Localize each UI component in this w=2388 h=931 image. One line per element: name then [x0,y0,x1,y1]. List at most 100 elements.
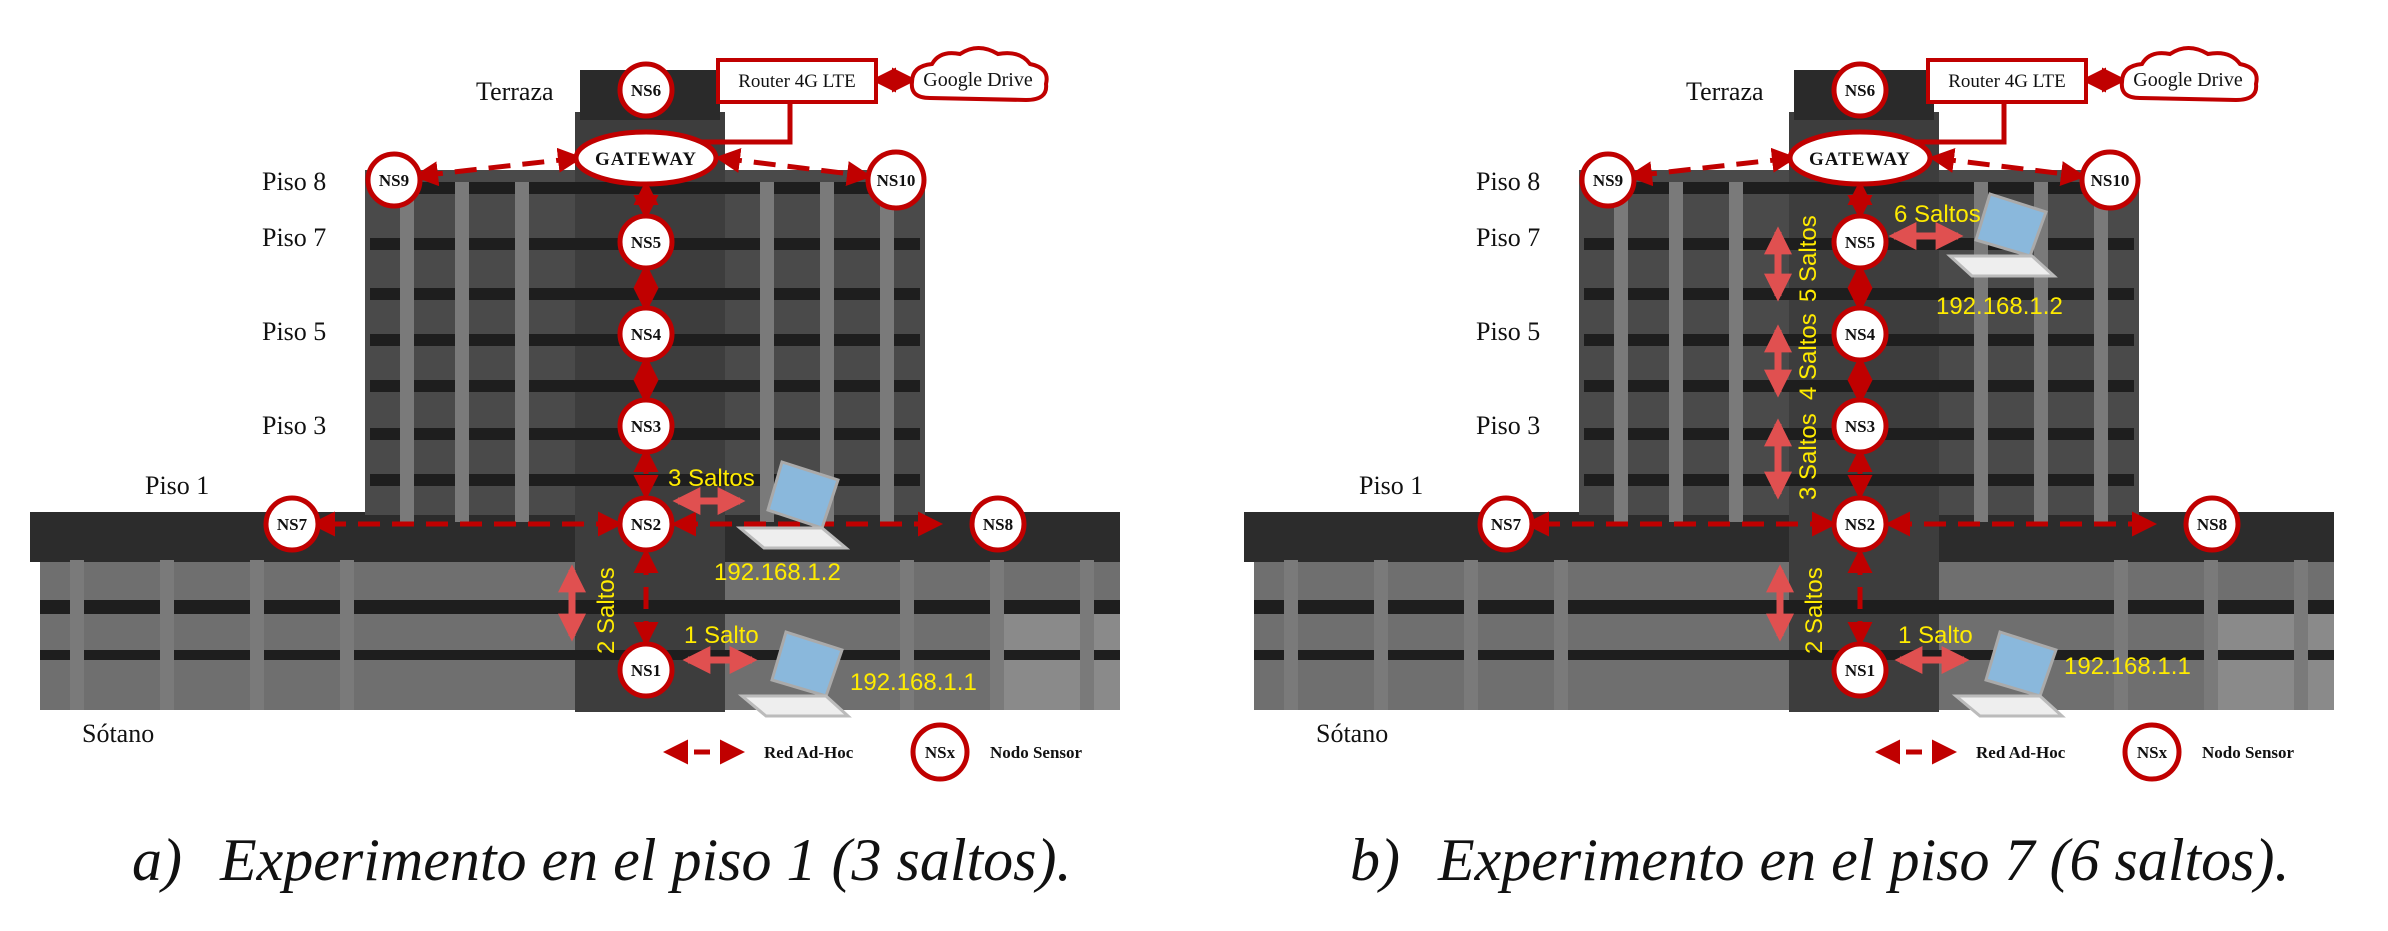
gateway-node [1787,129,1933,187]
slab-piso2 [1584,474,2134,486]
column [1464,560,1478,710]
node-ns9: NS9 [1579,151,1637,209]
column [400,182,414,522]
sensor-node-icon [1831,213,1889,271]
node-ns1-label: NS1 [1845,661,1875,680]
column [1614,182,1628,522]
sensor-node-icon [1831,61,1889,119]
label-terraza: Terraza [1686,77,1764,106]
node-ns5: NS5 [617,213,675,271]
node-ns7: NS7 [263,495,321,553]
node-ns8: NS8 [2183,495,2241,553]
ip-laptop1: 192.168.1.1 [2064,653,2191,680]
sensor-node-icon [969,495,1027,553]
laptop-icon [1951,630,2066,718]
hop-arrows [558,487,758,674]
label-sotano: Sótano [82,719,154,748]
adhoc-links [1524,147,2157,647]
column [880,182,894,522]
node-ns4: NS4 [1831,305,1889,363]
node-ns5-label: NS5 [631,233,661,252]
hop-label-s4: 4 Saltos [1795,313,1822,400]
node-ns4: NS4 [617,305,675,363]
column [340,560,354,710]
link-gw-router [1904,98,2007,145]
link-gw-router [690,98,793,145]
router-box [1926,58,2088,104]
link-gw-ns9 [413,147,583,187]
node-ns7: NS7 [1477,495,1535,553]
node-ns10-label: NS10 [877,171,916,190]
label-piso8: Piso 8 [262,167,326,196]
node-ns3-label: NS3 [631,417,661,436]
legend-nodo-label: Nodo Sensor [990,743,1083,762]
column [820,182,834,522]
legend-nodo-label: Nodo Sensor [2202,743,2295,762]
node-ns2-label: NS2 [1845,515,1875,534]
column [1374,560,1388,710]
sensor-node-icon [263,495,321,553]
node-ns1: NS1 [1831,641,1889,699]
building [1244,70,2334,712]
sensor-node-icon [1831,495,1889,553]
column [1080,560,1094,710]
column [455,182,469,522]
gateway-label: GATEWAY [595,149,697,170]
node-ns3: NS3 [1831,397,1889,455]
hop-label-s5: 5 Saltos [1795,215,1822,302]
caption-b-text: Experimento en el piso 7 (6 saltos). [1437,827,2290,893]
sensor-node-icon [2183,495,2241,553]
node-ns2: NS2 [617,495,675,553]
label-piso7: Piso 7 [262,223,326,252]
node-ns9-label: NS9 [379,171,409,190]
sensor-node-icon [910,722,970,782]
router-label: Router 4G LTE [738,71,856,92]
hop-label-s3: 3 Saltos [668,465,755,492]
panel-b-diagram: Terraza Piso 8 Piso 7 Piso 5 Piso 3 Piso… [1244,46,2334,782]
column [760,182,774,522]
node-ns7-label: NS7 [1491,515,1522,534]
node-ns5: NS5 [1831,213,1889,271]
sensor-node-icon [2079,149,2141,211]
node-ns2: NS2 [1831,495,1889,553]
laptop-icon [1946,192,2058,278]
label-piso5: Piso 5 [262,317,326,346]
node-ns1: NS1 [617,641,675,699]
hop-arrows [1764,222,1970,674]
label-piso1: Piso 1 [145,471,209,500]
laptop-icon [735,460,851,550]
node-ns4-label: NS4 [631,325,662,344]
label-piso1: Piso 1 [1359,471,1423,500]
caption-a: a)Experimento en el piso 1 (3 saltos). [132,826,1072,895]
column [70,560,84,710]
sensor-node-icon [617,61,675,119]
sensor-node-icon [617,397,675,455]
node-ns9-label: NS9 [1593,171,1623,190]
caption-b: b)Experimento en el piso 7 (6 saltos). [1350,826,2290,895]
hop-label-s2: 2 Saltos [1801,567,1828,654]
link-gw-ns10 [715,148,872,186]
sensor-node-icon [617,213,675,271]
node-ns1-label: NS1 [631,661,661,680]
google-drive-label: Google Drive [2133,69,2243,91]
legend-adhoc-label: Red Ad-Hoc [764,743,854,762]
column [160,560,174,710]
gateway-label: GATEWAY [1809,149,1911,170]
node-ns4-label: NS4 [1845,325,1876,344]
node-ns6: NS6 [617,61,675,119]
legend: Red Ad-Hoc NSx Nodo Sensor [663,722,1083,782]
node-ns7-label: NS7 [277,515,308,534]
sensor-node-icon [365,151,423,209]
cloud-icon [2119,46,2259,103]
legend-adhoc-label: Red Ad-Hoc [1976,743,2066,762]
label-piso3: Piso 3 [262,411,326,440]
node-ns10-label: NS10 [2091,171,2130,190]
column [990,560,1004,710]
slab-ground [1254,650,2334,660]
slab-basement [1254,600,2334,614]
adhoc-links [310,147,943,647]
sensor-node-icon [617,641,675,699]
columns [70,182,1094,710]
hop-label-s1: 1 Salto [1898,622,1973,649]
